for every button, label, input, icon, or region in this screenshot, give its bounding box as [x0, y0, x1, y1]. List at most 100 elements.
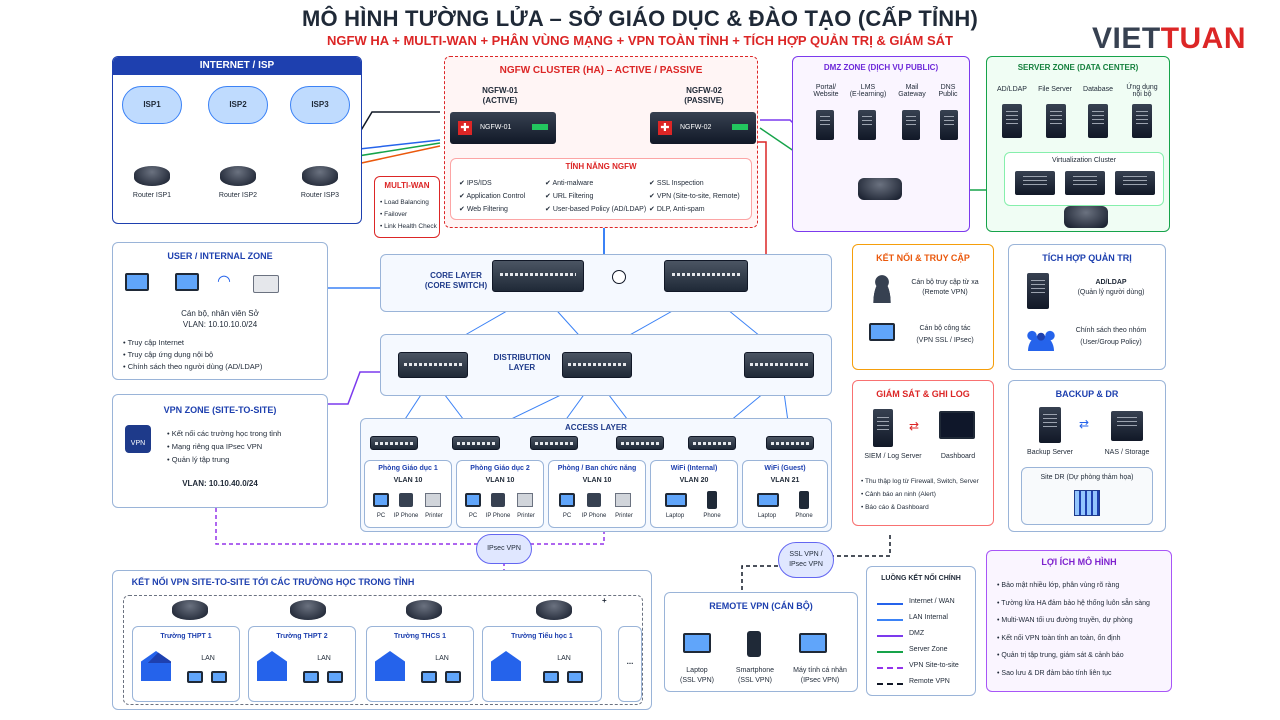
pc-icon	[211, 671, 227, 683]
ip-phone-icon	[491, 493, 505, 507]
server-switch-icon	[1064, 206, 1108, 228]
log-item: Cảnh báo an ninh (Alert)	[861, 488, 979, 501]
school-router-icon	[536, 600, 572, 620]
dev-label: Laptop	[757, 513, 777, 519]
laptop-icon	[683, 633, 711, 653]
legend-label: VPN Site-to-site	[909, 662, 959, 669]
schools-inner	[123, 595, 643, 705]
benefits-box: LỢI ÍCH MÔ HÌNH Bảo mật nhiều lớp, phân …	[986, 550, 1172, 692]
benefit-item: Multi-WAN tối ưu đường truyền, dự phòng	[997, 612, 1150, 630]
laptop-icon	[665, 493, 687, 507]
access-group: WiFi (Internal) VLAN 20 Laptop Phone	[650, 460, 738, 528]
dev-label: IP Phone	[393, 513, 419, 519]
more-plus: +	[602, 596, 607, 605]
vpn-zone: VPN ZONE (SITE-TO-SITE) VPN Kết nối các …	[112, 394, 328, 508]
access-group: Phòng Giáo dục 2 VLAN 10 PC IP Phone Pri…	[456, 460, 544, 528]
virt-host-2-icon	[1065, 171, 1105, 195]
dmz-item-b: Public	[938, 91, 958, 98]
fw2-box-label: NGFW-02	[680, 124, 712, 131]
nas-label: NAS / Storage	[1104, 449, 1150, 456]
dmz-item-b: Website	[813, 91, 839, 98]
ngfw-features-title: TÍNH NĂNG NGFW	[565, 162, 637, 171]
benefits-list: Bảo mật nhiều lớp, phân vùng rõ ràng Tườ…	[997, 577, 1150, 682]
dmz-item-a: Mail	[905, 84, 919, 91]
access-connect-title: KẾT NỐI & TRUY CẬP	[876, 253, 970, 263]
feature-item: SSL Inspection	[649, 177, 740, 190]
legend-line-dmz	[877, 635, 903, 637]
vpn-zone-item: Mạng riêng qua IPsec VPN	[167, 440, 281, 453]
server-item-label: File Server	[1032, 86, 1078, 93]
core-label-1: CORE LAYER	[430, 271, 482, 280]
remote-dev-a: Laptop	[686, 667, 708, 674]
lan-label: LAN	[557, 655, 571, 662]
isp2-cloud-icon	[208, 86, 268, 124]
user-group-icon	[1023, 329, 1059, 351]
access-switch-icon	[370, 436, 418, 450]
dmz-item-b: Gateway	[898, 91, 926, 98]
router-isp1-label: Router ISP1	[132, 192, 172, 199]
brand-logo: VIETTUAN	[1092, 22, 1246, 56]
dev-label: PC	[376, 513, 386, 519]
site-dr-label: Site DR (Dự phòng thảm họa)	[1040, 474, 1134, 481]
server-item-a: File Server	[1038, 86, 1072, 93]
user-zone-item: Truy cập Internet	[123, 337, 262, 349]
isp1-cloud-icon	[122, 86, 182, 124]
backup-box: BACKUP & DR ⇄ Backup Server NAS / Storag…	[1008, 380, 1166, 532]
group-vlan: VLAN 10	[485, 477, 515, 484]
vpn-zone-title: VPN ZONE (SITE-TO-SITE)	[163, 405, 277, 415]
remote-dev-a: Smartphone	[735, 667, 775, 674]
dmz-item-label: LMS(E-learning)	[846, 84, 890, 98]
dist-label-1: DISTRIBUTION	[493, 353, 551, 362]
log-title: GIÁM SÁT & GHI LOG	[876, 389, 970, 399]
legend-label: Server Zone	[909, 646, 948, 653]
pc-icon	[373, 493, 389, 507]
pc-icon	[421, 671, 437, 683]
server-item-label: AD/LDAP	[990, 86, 1034, 93]
server-zone-title: SERVER ZONE (DATA CENTER)	[1017, 63, 1139, 72]
app-server-icon	[1132, 104, 1152, 138]
multiwan-title: MULTI-WAN	[384, 181, 430, 190]
smartphone-icon	[747, 631, 761, 657]
portal-server-icon	[816, 110, 834, 140]
dev-label: Printer	[425, 513, 443, 519]
router-isp1-icon	[134, 166, 170, 186]
dev-label: PC	[468, 513, 478, 519]
user-zone-item: Chính sách theo người dùng (AD/LDAP)	[123, 361, 263, 373]
lan-label: LAN	[201, 655, 215, 662]
server-item-a: AD/LDAP	[997, 86, 1027, 93]
user-zone-title: USER / INTERNAL ZONE	[167, 251, 273, 261]
internet-zone-title: INTERNET / ISP	[113, 57, 361, 75]
pc-icon	[559, 493, 575, 507]
router-isp2-icon	[220, 166, 256, 186]
features-col-1: IPS/IDS Application Control Web Filterin…	[459, 177, 525, 216]
feature-item: User-based Policy (AD/LDAP)	[545, 203, 646, 216]
siem-label: SIEM / Log Server	[864, 453, 922, 460]
stack-link-icon	[612, 270, 626, 284]
mgmt-r1a: AD/LDAP	[1095, 279, 1127, 286]
fw1-led-icon	[532, 124, 548, 130]
dev-label: Printer	[517, 513, 535, 519]
group-name: WiFi (Internal)	[670, 465, 718, 472]
school-name: Trường THCS 1	[393, 633, 447, 640]
fw1-brand-icon: ✚	[458, 121, 472, 135]
legend-line-server	[877, 651, 903, 653]
school-name: Trường THPT 1	[160, 633, 212, 640]
mgmt-r2a: Chính sách theo nhóm	[1075, 327, 1147, 334]
dev-label: Phone	[703, 513, 721, 519]
database-server-icon	[1088, 104, 1108, 138]
user-zone-item: Truy cập ứng dụng nội bộ	[123, 349, 262, 361]
group-name: Phòng / Ban chức năng	[557, 465, 637, 472]
dmz-item-a: DNS	[940, 84, 956, 91]
remote-dev-b: (IPsec VPN)	[800, 677, 840, 684]
access-switch-icon	[530, 436, 578, 450]
log-item: Báo cáo & Dashboard	[861, 501, 979, 514]
server-item-a: Database	[1083, 86, 1113, 93]
legend-label: DMZ	[909, 630, 925, 637]
dist-switch-3-icon	[744, 352, 814, 378]
phone-icon	[707, 491, 717, 509]
dev-label: Laptop	[665, 513, 685, 519]
access-switch-icon	[688, 436, 736, 450]
school-router-icon	[290, 600, 326, 620]
ip-phone-icon	[399, 493, 413, 507]
pc-icon	[543, 671, 559, 683]
